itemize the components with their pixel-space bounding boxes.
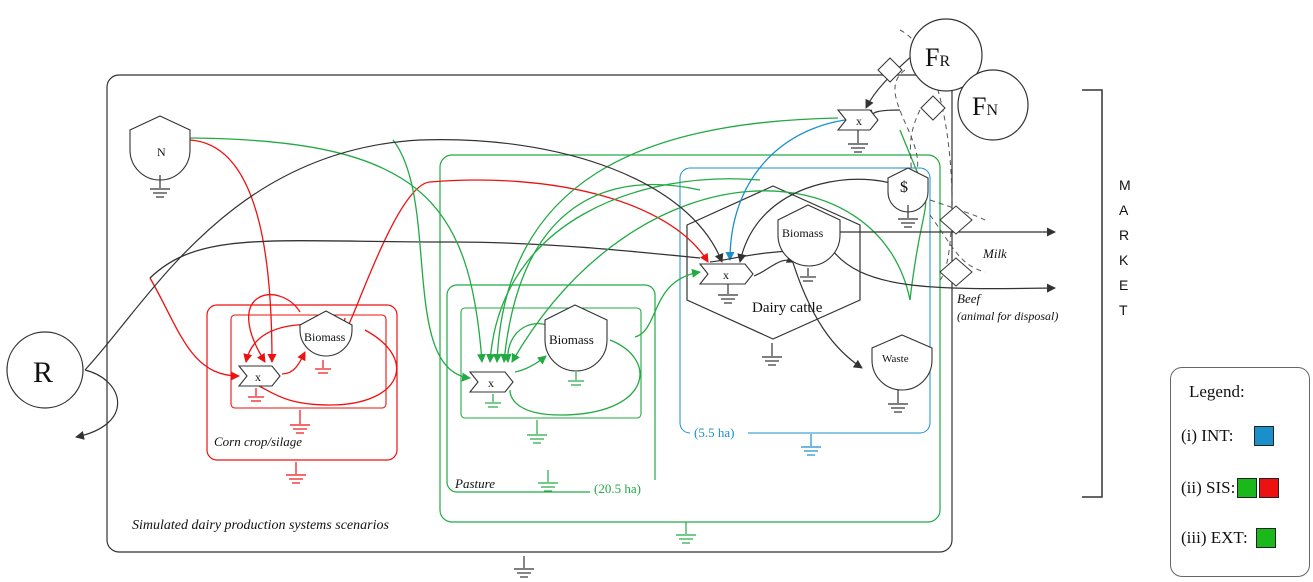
svg-text:R: R [1119, 227, 1129, 243]
svg-text:M: M [1119, 177, 1131, 193]
svg-text:K: K [1119, 252, 1129, 268]
svg-text:Biomass: Biomass [549, 332, 594, 347]
svg-text:x: x [488, 376, 494, 390]
beef-label: Beef [957, 291, 982, 306]
svg-text:T: T [1119, 302, 1128, 318]
ext-boundary [439, 154, 941, 523]
exchange-diamond-fr [877, 57, 903, 83]
legend: Legend: (i) INT: (ii) SIS: (iii) EXT: [1170, 367, 1310, 577]
legend-title: Legend: [1189, 382, 1245, 401]
waste-tank: Waste [871, 334, 933, 391]
svg-text:E: E [1119, 277, 1128, 293]
market-letters: M A R K E T [1119, 177, 1131, 318]
legend-swatch-blue [1253, 426, 1274, 446]
corn-inner-box [230, 314, 387, 409]
heat-sink-symbols [150, 130, 918, 578]
producer-pasture: Biomass [544, 304, 608, 372]
svg-text:Biomass: Biomass [782, 226, 824, 240]
source-fn: FN [957, 69, 1029, 141]
beef-note: (animal for disposal) [957, 309, 1058, 323]
n-storage-tank: N [129, 115, 191, 181]
source-fr: FR [909, 18, 983, 92]
svg-text:FR: FR [925, 43, 950, 72]
exchange-diamond-milk [939, 205, 973, 235]
pasture-inner-box [460, 307, 642, 419]
svg-text:R: R [33, 356, 53, 389]
svg-text:N: N [157, 145, 166, 159]
legend-item-sis: (ii) SIS: [1181, 478, 1280, 498]
exchange-diamond-beef [939, 257, 973, 287]
pasture-boundary [446, 284, 656, 493]
source-renewable: R [6, 331, 84, 409]
milk-label: Milk [982, 246, 1007, 261]
svg-text:x: x [856, 114, 862, 128]
market-bracket [1082, 89, 1103, 498]
dairy-boundary [679, 167, 931, 434]
svg-text:Biomass: Biomass [304, 330, 346, 344]
svg-text:$: $ [900, 179, 908, 196]
corn-boundary [206, 304, 398, 461]
money-tank: $ [887, 167, 929, 213]
pasture-area: (20.5 ha) [594, 481, 641, 496]
system-label: Simulated dairy production systems scena… [132, 518, 389, 533]
svg-text:A: A [1119, 202, 1129, 218]
interaction-pasture: x [468, 371, 514, 393]
interaction-purchased: x [836, 109, 879, 131]
exchange-diamond-fn [920, 95, 946, 121]
consumer-dairy: Biomass [777, 204, 841, 267]
pasture-label: Pasture [454, 476, 495, 491]
svg-text:x: x [723, 268, 729, 282]
producer-corn: Biomass [299, 310, 353, 357]
svg-text:Waste: Waste [882, 353, 909, 365]
dairy-area: (5.5 ha) [694, 425, 734, 440]
legend-swatch-green [1237, 478, 1258, 498]
legend-item-ext: (iii) EXT: [1181, 528, 1276, 548]
corn-label: Corn crop/silage [214, 434, 302, 449]
dairy-cattle-hexagon [686, 185, 861, 340]
dairy-label: Dairy cattle [752, 300, 823, 316]
system-boundary [106, 74, 953, 553]
svg-text:x: x [255, 370, 261, 384]
interaction-corn: x [237, 365, 281, 387]
legend-swatch-red [1259, 478, 1280, 498]
interaction-dairy: x [698, 263, 754, 285]
svg-text:FN: FN [972, 92, 998, 121]
legend-swatch-green-ext [1255, 528, 1276, 548]
legend-item-int: (i) INT: [1181, 426, 1274, 446]
